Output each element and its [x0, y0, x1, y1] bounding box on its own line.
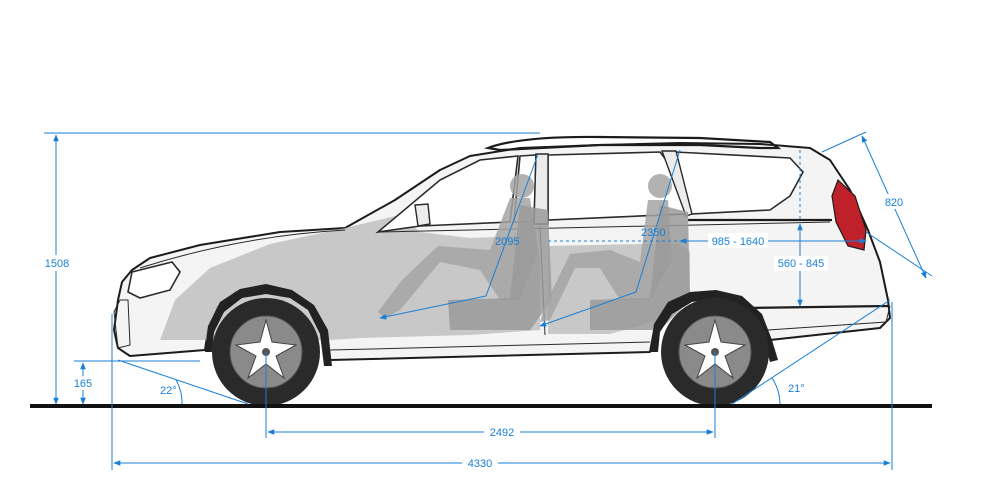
ground-clearance-label: 165	[74, 378, 92, 390]
sill-line	[329, 341, 651, 351]
cargo-height-label: 560 - 845	[778, 258, 824, 270]
rear-bumper	[767, 305, 891, 331]
wheelbase-dimension: 2492	[265, 352, 716, 439]
rear-occupant	[540, 174, 690, 330]
wheelbase-label: 2492	[490, 427, 514, 439]
departure-angle-dimension: 21°	[731, 299, 891, 405]
belt-line	[379, 221, 831, 233]
hood-line	[139, 229, 346, 269]
approach-angle-dimension: 22°	[117, 359, 249, 405]
front-bumper	[113, 299, 131, 349]
cargo-height-dimension: 560 - 845	[774, 150, 828, 307]
lower-body-line	[744, 304, 889, 310]
approach-angle-label: 22°	[160, 385, 177, 397]
front-legroom-label: 2095	[495, 236, 519, 248]
overall-length-label: 4330	[468, 458, 492, 470]
rear-legroom-label: 2350	[641, 227, 665, 239]
tailgate-opening-label: 820	[885, 197, 903, 209]
roof-rail	[483, 135, 782, 152]
cargo-length-dimension: 985 - 1640	[548, 233, 867, 248]
front-legroom-dimension: 2095	[379, 153, 539, 320]
overall-height-label: 1508	[45, 258, 69, 270]
tailgate-opening-dimension: 820	[821, 131, 933, 279]
c-pillar	[660, 150, 693, 217]
overall-height-dimension: 1508	[40, 132, 540, 405]
ground-clearance-dimension: 165	[70, 360, 200, 405]
side-mirror	[414, 203, 431, 227]
headlight	[127, 261, 181, 299]
tail-light	[831, 178, 867, 251]
rear-legroom-dimension: 2350	[539, 149, 681, 327]
front-wheel-arch	[205, 284, 332, 366]
car-illustration	[113, 135, 891, 406]
overall-length-dimension: 4330	[111, 302, 893, 470]
cargo-length-label: 985 - 1640	[712, 236, 765, 248]
front-occupant	[378, 174, 552, 330]
departure-angle-label: 21°	[788, 383, 805, 395]
